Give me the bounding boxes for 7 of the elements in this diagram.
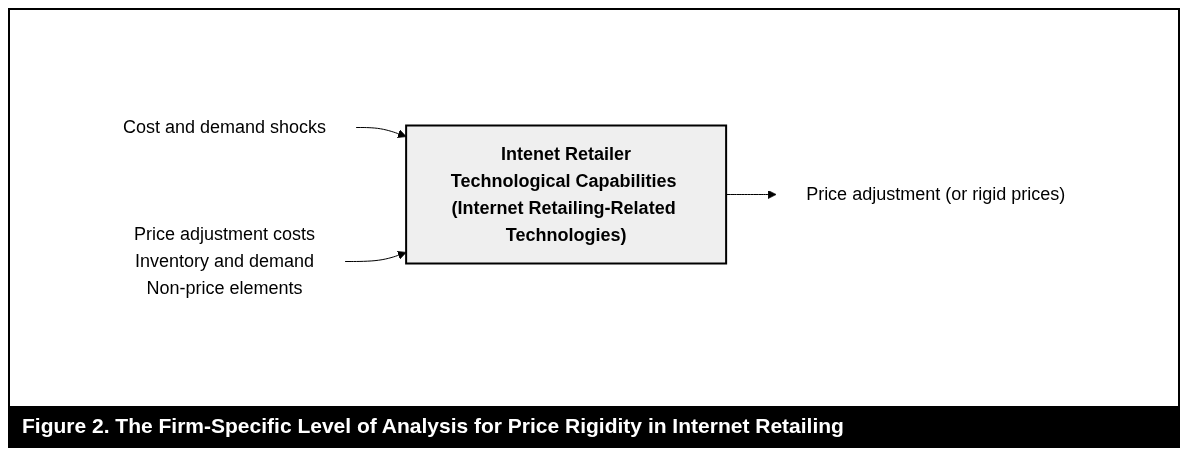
caption: Figure 2. The Firm-Specific Level of Analysis for Price Rigidity in Internet Retailing [10,406,1178,446]
node-text: Price adjustment (or rigid prices) [806,184,1066,204]
arrow [344,251,407,262]
arrow [355,127,407,138]
node-text: Cost and demand shocks [122,117,327,137]
node-text: Price adjustment costs Inventory and demand Non-price elements [133,224,315,298]
node-box: Intenet Retailer Technological Capabilities (Internet Retailing-Related Technologies) [405,124,727,265]
